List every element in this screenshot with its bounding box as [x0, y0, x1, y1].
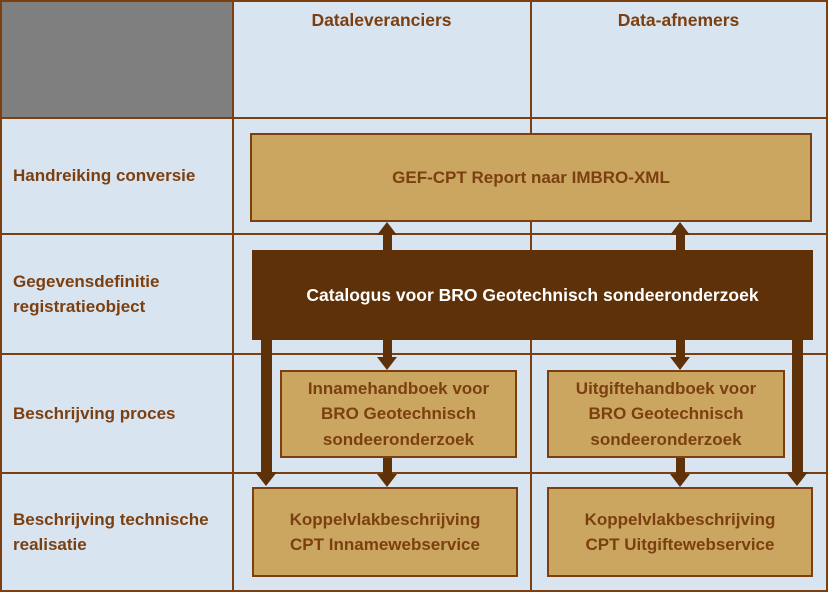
row-header-label: Beschrijving technische realisatie: [13, 509, 209, 555]
box-label: Catalogus voor BRO Geotechnisch sondeero…: [306, 284, 759, 305]
arrow-head-down-icon: [255, 472, 277, 486]
row-header-gegevensdefinitie-registratieobject: Gegevensdefinitie registratieobject: [0, 235, 232, 353]
arrow-uitgiftehandboek-to-koppelvlak: [670, 458, 690, 487]
box-gef-cpt-report: GEF-CPT Report naar IMBRO-XML: [250, 133, 812, 222]
arrow-shaft: [382, 458, 392, 477]
box-label: Innamehandboek voor BRO Geotechnisch son…: [307, 378, 490, 449]
row-header-label: Gegevensdefinitie registratieobject: [13, 271, 160, 317]
arrow-shaft: [675, 340, 685, 360]
grid-line-horizontal-1: [0, 117, 828, 119]
row-header-beschrijving-proces: Beschrijving proces: [0, 355, 232, 472]
arrow-head-down-icon: [786, 472, 808, 486]
arrow-shaft: [382, 232, 392, 250]
box-catalogus: Catalogus voor BRO Geotechnisch sondeero…: [252, 250, 813, 340]
column-header-data-afnemers: Data-afnemers: [617, 10, 740, 30]
arrow-shaft: [675, 232, 685, 250]
box-label: Uitgiftehandboek voor BRO Geotechnisch s…: [575, 378, 757, 449]
arrow-head-down-icon: [670, 474, 690, 487]
arrow-catalogus-to-koppelvlak-inname-edge: [255, 340, 277, 486]
row-header-beschrijving-technische-realisatie: Beschrijving technische realisatie: [0, 474, 232, 590]
arrow-shaft: [675, 458, 685, 477]
row-header-label: Handreiking conversie: [13, 165, 196, 185]
grid-line-horizontal-3: [0, 353, 828, 355]
row-header-handreiking-conversie: Handreiking conversie: [0, 118, 232, 233]
box-innamehandboek: Innamehandboek voor BRO Geotechnisch son…: [280, 370, 517, 458]
arrow-catalogus-to-koppelvlak-uitgifte-edge: [786, 340, 808, 486]
corner-cell: [0, 0, 233, 118]
column-header-dataleveranciers: Dataleveranciers: [311, 10, 452, 30]
arrow-shaft: [260, 340, 272, 475]
row-header-label: Beschrijving proces: [13, 403, 176, 423]
box-koppelvlak-uitgiftewebservice: Koppelvlakbeschrijving CPT Uitgiftewebse…: [547, 487, 813, 577]
arrow-shaft: [791, 340, 803, 475]
arrow-head-down-icon: [670, 357, 690, 370]
arrow-head-down-icon: [377, 474, 397, 487]
box-label: Koppelvlakbeschrijving CPT Uitgiftewebse…: [584, 509, 776, 555]
grid-line-horizontal-4: [0, 472, 828, 474]
box-label: GEF-CPT Report naar IMBRO-XML: [392, 167, 670, 187]
grid-line-horizontal-2: [0, 233, 828, 235]
arrow-innamehandboek-to-koppelvlak: [377, 458, 397, 487]
arrow-catalogus-to-innamehandboek: [377, 340, 397, 370]
arrow-shaft: [382, 340, 392, 360]
arrow-head-down-icon: [377, 357, 397, 370]
grid-line-vertical-1: [232, 0, 234, 592]
arrow-head-up-icon: [670, 222, 690, 235]
box-label: Koppelvlakbeschrijving CPT Innamewebserv…: [289, 509, 481, 555]
box-uitgiftehandboek: Uitgiftehandboek voor BRO Geotechnisch s…: [547, 370, 785, 458]
box-koppelvlak-innamewebservice: Koppelvlakbeschrijving CPT Innamewebserv…: [252, 487, 518, 577]
arrow-head-up-icon: [377, 222, 397, 235]
arrow-catalogus-to-uitgiftehandboek: [670, 340, 690, 370]
arrow-catalogus-to-gef-left: [377, 222, 397, 250]
arrow-catalogus-to-gef-right: [670, 222, 690, 250]
